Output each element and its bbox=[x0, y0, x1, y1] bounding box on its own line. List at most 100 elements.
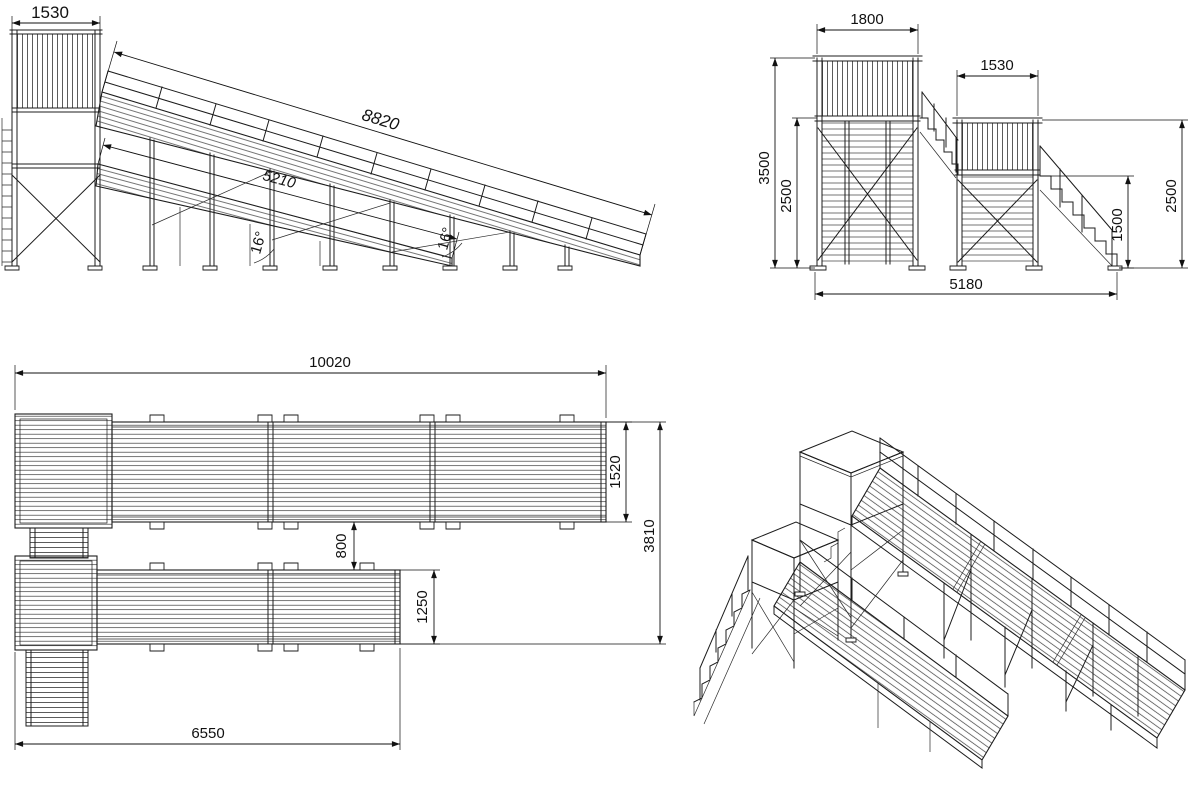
front-upper-stairs bbox=[919, 91, 959, 179]
front-tall-tower bbox=[812, 55, 923, 267]
angle-arc-main bbox=[253, 248, 275, 264]
iso-tower-braces bbox=[799, 529, 904, 629]
front-lower-platform bbox=[952, 117, 1043, 267]
iso-lower-ramp-supports bbox=[877, 683, 931, 752]
dim-text-1800: 1800 bbox=[850, 11, 883, 28]
plan-lower-ramp-edge-beams bbox=[97, 574, 400, 640]
iso-lower-platform bbox=[750, 521, 840, 669]
front-tower-posts bbox=[816, 57, 919, 267]
front-lower-stairs bbox=[1039, 145, 1118, 269]
front-tower-cross-brace bbox=[817, 127, 918, 261]
dim-text-2500-left: 2500 bbox=[778, 179, 795, 212]
plan-connecting-stairs bbox=[29, 527, 89, 559]
ext-1530 bbox=[956, 70, 1039, 116]
iso-stairs-stringers bbox=[693, 589, 761, 725]
dim-text-3500: 3500 bbox=[756, 151, 773, 184]
dim-line-5210 bbox=[102, 144, 458, 240]
plan-lower-ramp-lugs bbox=[149, 562, 375, 652]
dim-extension-lines-5210 bbox=[97, 137, 460, 259]
plan-lower-ramp bbox=[96, 569, 401, 645]
upper-stairs-steps bbox=[919, 117, 959, 176]
front-tower-frame-posts bbox=[844, 120, 891, 265]
platform-railing-slats bbox=[962, 123, 1033, 170]
dim-text-1500: 1500 bbox=[1109, 208, 1126, 241]
iso-tower-left-railing bbox=[799, 451, 852, 526]
iso-lower-ramp-railing-rail bbox=[799, 539, 1009, 695]
iso-tower-top-rail bbox=[799, 455, 904, 478]
angle-arc-lower bbox=[441, 242, 463, 258]
iso-connecting-stairs bbox=[823, 527, 846, 563]
dim-text-800: 800 bbox=[333, 533, 350, 558]
ext-3500 bbox=[770, 57, 815, 269]
plan-entry-stairs bbox=[25, 649, 89, 727]
front-dimensions: 1800 1530 3500 2500 1500 2500 5180 bbox=[756, 11, 1188, 300]
dim-text-8820: 8820 bbox=[360, 105, 402, 134]
side-foundation-pads bbox=[4, 265, 573, 271]
plan-tower-inner-frame bbox=[19, 418, 108, 524]
platform-posts bbox=[956, 119, 1039, 267]
iso-main-ramp-railing-rails bbox=[879, 437, 1186, 675]
angle-text-main: 16° bbox=[247, 230, 270, 256]
front-tower-railing-slats bbox=[822, 61, 913, 116]
platform-cross-brace bbox=[957, 179, 1038, 263]
plan-lower-ramp-joints bbox=[267, 569, 396, 645]
side-tower-rails bbox=[9, 29, 103, 169]
dim-text-10020: 10020 bbox=[309, 354, 351, 371]
front-tower-wall-planks bbox=[822, 121, 913, 264]
platform-wall-planks bbox=[962, 175, 1033, 264]
isometric-view bbox=[693, 430, 1186, 769]
plan-view: 10020 1520 800 1250 3810 6550 bbox=[14, 354, 666, 750]
iso-main-ramp-railing-posts bbox=[879, 437, 1186, 691]
plan-dimensions: 10020 1520 800 1250 3810 6550 bbox=[14, 354, 666, 750]
dim-text-5180: 5180 bbox=[949, 276, 982, 293]
front-foundation-pads bbox=[809, 265, 1123, 271]
iso-platform-braces bbox=[751, 591, 839, 663]
iso-tower-top-face bbox=[798, 430, 905, 474]
dim-text-2500-right: 2500 bbox=[1163, 179, 1180, 212]
side-tower-ladder bbox=[1, 118, 12, 266]
side-elevation-view: 1530 8820 5210 16° 16° bbox=[1, 3, 656, 271]
plan-main-ramp-edge-beams bbox=[112, 426, 606, 518]
plan-lower-platform-deck bbox=[14, 555, 98, 651]
upper-stairs-railing bbox=[921, 91, 959, 173]
iso-entry-stairs bbox=[693, 555, 761, 725]
platform-rails bbox=[952, 117, 1043, 176]
plan-tower-deck bbox=[14, 413, 113, 529]
dim-line-8820 bbox=[113, 51, 653, 216]
iso-platform-top-face bbox=[750, 521, 840, 559]
plan-lower-platform-inner-frame bbox=[19, 560, 93, 646]
ext-1800 bbox=[816, 24, 919, 54]
dim-text-1250: 1250 bbox=[414, 590, 431, 623]
front-elevation-view: 1800 1530 3500 2500 1500 2500 5180 bbox=[756, 11, 1188, 300]
dim-text-1530-top: 1530 bbox=[31, 3, 69, 22]
dim-extension-lines-8820 bbox=[101, 40, 656, 256]
plan-main-ramp-joints bbox=[267, 421, 602, 523]
front-tower-rails bbox=[812, 55, 923, 122]
plan-main-ramp bbox=[111, 421, 607, 523]
side-dimensions: 1530 8820 5210 16° 16° bbox=[11, 3, 656, 264]
iso-stairs-steps bbox=[693, 589, 751, 703]
plan-main-ramp-lugs bbox=[149, 414, 575, 530]
dim-text-6550: 6550 bbox=[191, 725, 224, 742]
iso-main-ramp bbox=[851, 437, 1186, 749]
plan-connecting-stairs-stringers bbox=[34, 527, 84, 559]
angle-text-lower: 16° bbox=[434, 226, 457, 252]
iso-tower-legs bbox=[799, 503, 904, 639]
side-tower-cross-brace bbox=[11, 174, 101, 263]
iso-main-ramp-trestles bbox=[943, 534, 1139, 731]
upper-stairs-stringer bbox=[919, 131, 957, 179]
side-tower-posts bbox=[11, 29, 101, 267]
ext-6550 bbox=[14, 648, 401, 750]
lower-stairs-stringer bbox=[1039, 189, 1115, 269]
plan-entry-stairs-stringers bbox=[30, 649, 84, 727]
ext-2500-right bbox=[1042, 119, 1188, 269]
side-tower bbox=[1, 29, 103, 267]
dim-text-1520: 1520 bbox=[607, 455, 624, 488]
side-tower-railing-slats bbox=[17, 34, 95, 108]
lower-stairs-steps bbox=[1039, 175, 1118, 269]
lower-stairs-railing bbox=[1039, 145, 1113, 269]
dim-text-1530-front: 1530 bbox=[980, 57, 1013, 74]
iso-stairs-railing bbox=[699, 555, 749, 701]
dim-text-3810: 3810 bbox=[641, 519, 658, 552]
